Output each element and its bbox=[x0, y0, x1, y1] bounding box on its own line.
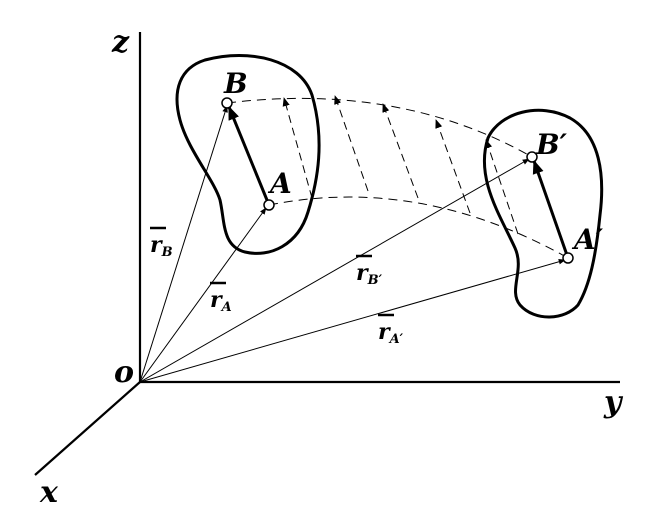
vector-rB-label: rB bbox=[150, 226, 173, 260]
parallel-segment-5 bbox=[485, 139, 519, 235]
body-displaced-outline bbox=[482, 108, 604, 319]
segment-ApBp bbox=[532, 159, 570, 259]
parallel-segment-1 bbox=[282, 97, 313, 199]
segment-AB bbox=[227, 105, 271, 206]
vector-rA bbox=[139, 207, 267, 383]
trajectory-A bbox=[268, 196, 569, 259]
vector-rA-subscript: A bbox=[220, 300, 232, 315]
vector-rA-label: rA bbox=[210, 281, 232, 315]
vector-rB bbox=[139, 105, 228, 383]
x-axis-label: x bbox=[39, 475, 59, 510]
vector-rAp-subscript: A′ bbox=[388, 332, 404, 347]
vector-rB-subscript: B bbox=[161, 245, 173, 260]
body-initial-outline bbox=[175, 53, 321, 255]
point-A-marker bbox=[263, 199, 275, 211]
x-axis bbox=[34, 381, 141, 476]
vector-rBp-label: rB′ bbox=[356, 254, 383, 288]
trajectory-B bbox=[226, 97, 533, 158]
point-B-marker bbox=[221, 97, 233, 109]
parallel-segment-3 bbox=[382, 103, 419, 199]
origin-label: o bbox=[114, 355, 134, 390]
point-Ap-label: A′ bbox=[571, 223, 604, 256]
vector-rA-base: r bbox=[210, 287, 223, 313]
vector-rAp-base: r bbox=[378, 319, 391, 345]
point-A-label: A bbox=[267, 167, 292, 200]
vector-rB-base: r bbox=[150, 232, 163, 258]
parallel-segment-2 bbox=[334, 95, 369, 192]
vector-rAp bbox=[139, 259, 566, 383]
parallel-segment-4 bbox=[435, 119, 471, 214]
svg-text:rB: rB bbox=[150, 232, 173, 260]
point-B-label: B bbox=[223, 67, 248, 100]
svg-text:rA: rA bbox=[210, 287, 232, 315]
point-Ap-marker bbox=[562, 252, 574, 264]
vector-rBp-subscript: B′ bbox=[367, 273, 383, 288]
vector-rBp-base: r bbox=[356, 260, 369, 286]
point-Bp-label: B′ bbox=[535, 128, 568, 161]
z-axis-label: z bbox=[111, 25, 130, 60]
point-Bp-marker bbox=[526, 151, 538, 163]
y-axis-label: y bbox=[603, 385, 624, 420]
svg-text:rB′: rB′ bbox=[356, 260, 383, 288]
vector-rBp bbox=[139, 158, 530, 383]
svg-text:rA′: rA′ bbox=[378, 319, 404, 347]
vector-rAp-label: rA′ bbox=[378, 313, 404, 347]
